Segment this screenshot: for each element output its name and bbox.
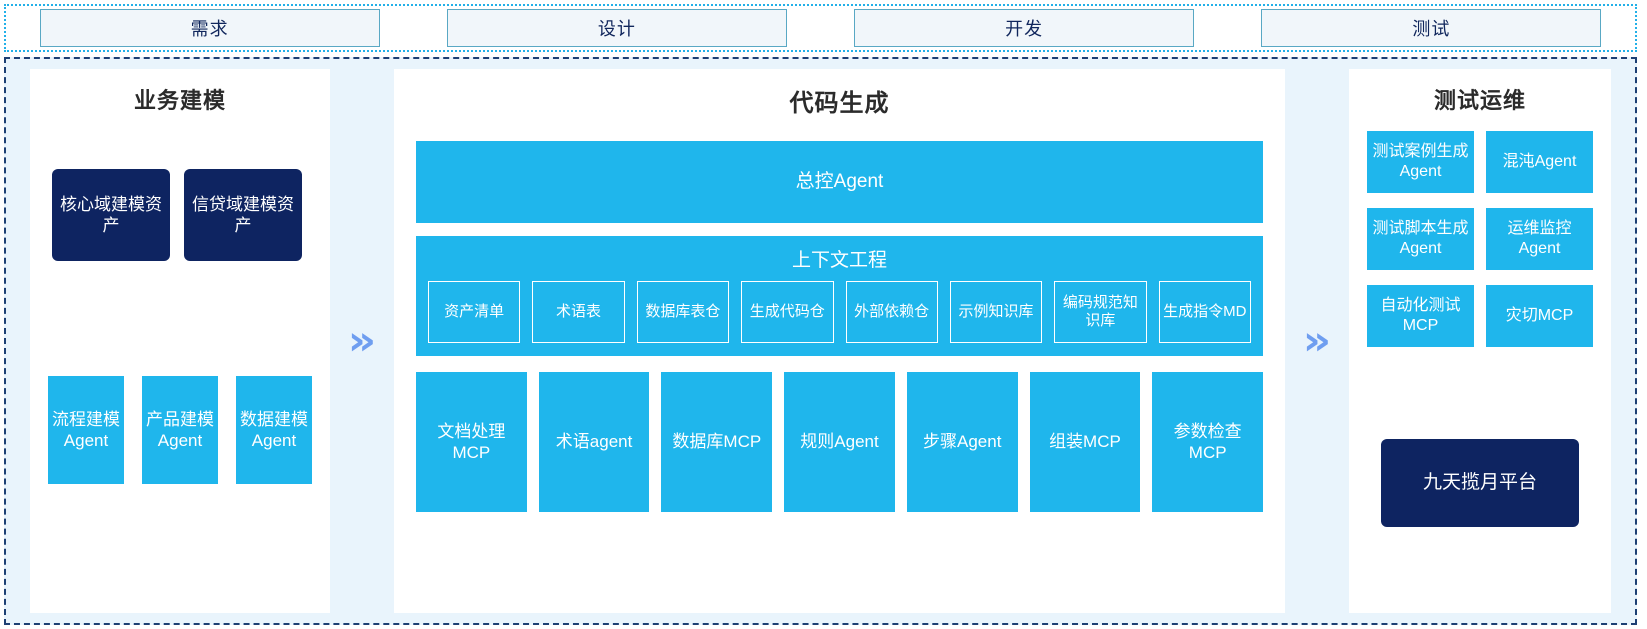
chaos-agent[interactable]: 混沌Agent [1486,131,1593,193]
phase-cell: 需求 [6,9,413,47]
agent-data-modeling[interactable]: 数据建模Agent [236,376,312,484]
phase-strip: 需求 设计 开发 测试 [4,4,1637,52]
code-generation-tools-row: 文档处理MCP 术语agent 数据库MCP 规则Agent 步骤Agent 组… [416,372,1264,512]
phase-box-development[interactable]: 开发 [854,9,1195,47]
tool-parameter-check-mcp[interactable]: 参数检查MCP [1152,372,1264,512]
test-operations-grid: 测试案例生成Agent 混沌Agent 测试脚本生成Agent 运维监控Agen… [1367,131,1593,347]
context-item-asset-list[interactable]: 资产清单 [428,281,521,343]
controller-agent-bar[interactable]: 总控Agent [416,141,1263,223]
context-items-row: 资产清单 术语表 数据库表仓 生成代码仓 外部依赖仓 示例知识库 编码规范知识库… [416,281,1263,343]
tool-assembly-mcp[interactable]: 组装MCP [1029,372,1141,512]
test-case-generation-agent[interactable]: 测试案例生成Agent [1367,131,1474,193]
test-script-generation-agent[interactable]: 测试脚本生成Agent [1367,208,1474,270]
panel-business-modeling: 业务建模 核心域建模资产 信贷域建模资产 流程建模Agent 产品建模Agent… [30,69,330,613]
panel-title-test-operations: 测试运维 [1433,88,1526,113]
double-chevron-right-icon: » [1302,318,1332,364]
context-engineering-title: 上下文工程 [791,250,887,271]
phase-cell: 设计 [413,9,820,47]
tool-rule-agent[interactable]: 规则Agent [784,372,895,512]
phase-box-requirements[interactable]: 需求 [39,9,380,47]
double-chevron-right-icon: » [347,318,377,364]
platform-jiutian-lanyue[interactable]: 九天揽月平台 [1381,439,1579,527]
context-item-db-table-repo[interactable]: 数据库表仓 [636,281,730,343]
agent-process-modeling[interactable]: 流程建模Agent [48,376,124,484]
phase-cell: 开发 [821,9,1228,47]
disaster-recovery-mcp[interactable]: 灾切MCP [1486,285,1593,347]
business-agent-row: 流程建模Agent 产品建模Agent 数据建模Agent [48,376,312,484]
panel-title-business-modeling: 业务建模 [133,88,226,113]
context-engineering-block: 上下文工程 资产清单 术语表 数据库表仓 生成代码仓 外部依赖仓 示例知识库 编… [416,236,1263,356]
context-item-generated-code-repo[interactable]: 生成代码仓 [741,281,834,343]
tool-glossary-agent[interactable]: 术语agent [538,372,650,512]
context-item-coding-standard-knowledge-base[interactable]: 编码规范知识库 [1054,281,1147,343]
panel-test-operations: 测试运维 测试案例生成Agent 混沌Agent 测试脚本生成Agent 运维监… [1349,69,1611,613]
arrow-center-to-right: » [1285,59,1349,623]
tool-step-agent[interactable]: 步骤Agent [906,372,1018,512]
asset-credit-domain[interactable]: 信贷域建模资产 [184,169,302,261]
context-item-external-dependency-repo[interactable]: 外部依赖仓 [845,281,938,343]
automated-test-mcp[interactable]: 自动化测试MCP [1367,285,1474,347]
business-asset-row: 核心域建模资产 信贷域建模资产 [52,169,302,261]
main-region: 业务建模 核心域建模资产 信贷域建模资产 流程建模Agent 产品建模Agent… [4,57,1637,625]
phase-box-design[interactable]: 设计 [446,9,787,47]
panel-title-code-generation: 代码生成 [789,90,890,117]
tool-document-processing-mcp[interactable]: 文档处理MCP [416,372,527,512]
operations-monitoring-agent[interactable]: 运维监控Agent [1486,208,1593,270]
context-item-glossary[interactable]: 术语表 [532,281,625,343]
phase-box-testing[interactable]: 测试 [1261,9,1602,47]
agent-product-modeling[interactable]: 产品建模Agent [142,376,218,484]
phase-cell: 测试 [1228,9,1635,47]
arrow-left-to-center: » [330,59,394,623]
panel-code-generation: 代码生成 总控Agent 上下文工程 资产清单 术语表 数据库表仓 生成代码仓 … [394,69,1285,613]
context-item-generation-instruction-md[interactable]: 生成指令MD [1158,281,1251,343]
context-item-example-knowledge-base[interactable]: 示例知识库 [949,281,1043,343]
tool-database-mcp[interactable]: 数据库MCP [661,372,773,512]
asset-core-domain[interactable]: 核心域建模资产 [52,169,170,261]
